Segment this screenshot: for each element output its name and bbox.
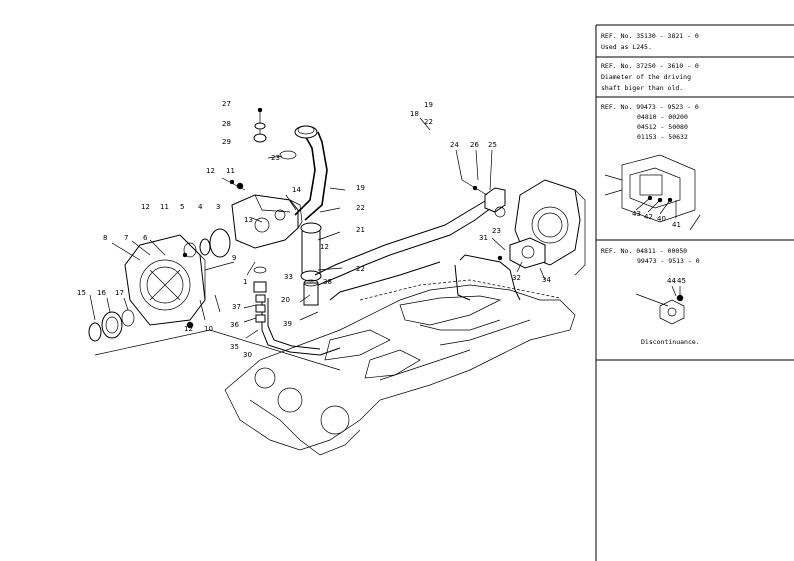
- part-label: 20: [281, 296, 290, 304]
- sidebar-box4-callout-44: 44: [667, 277, 676, 285]
- part-label: 36: [230, 321, 239, 329]
- part-label: 22: [424, 118, 433, 126]
- sidebar-box3-callout-43: 43: [632, 210, 641, 218]
- part-label: 32: [512, 274, 521, 282]
- main-assembly-drawing: [88, 107, 586, 456]
- part-label: 22: [356, 265, 365, 273]
- part-label: 9: [232, 254, 236, 262]
- part-label: 37: [232, 303, 241, 311]
- part-label: 30: [243, 351, 252, 359]
- part-number-labels: 27 28 29 23 12 11 14 13 19 22 21 12 22 3…: [77, 100, 551, 359]
- sidebar-box3-line3: 01153 - 50632: [637, 133, 688, 141]
- part-label: 8: [103, 234, 107, 242]
- sidebar-box3-callout-40: 40: [657, 215, 666, 223]
- part-label: 23: [271, 154, 280, 162]
- sidebar-box4-ref: REF. No. 04811 - 00050: [601, 247, 687, 255]
- part-label: 27: [222, 100, 231, 108]
- sidebar-box1-ref: REF. No. 35130 - 3821 - 0: [601, 32, 699, 40]
- part-label: 29: [222, 138, 231, 146]
- part-label: 15: [77, 289, 86, 297]
- part-label: 18: [410, 110, 419, 118]
- sidebar-box3-callout-42: 42: [644, 213, 653, 221]
- part-label: 25: [488, 141, 497, 149]
- part-label: 23: [492, 227, 501, 235]
- part-label: 19: [356, 184, 365, 192]
- part-label: 11: [226, 167, 235, 175]
- part-label: 24: [450, 141, 459, 149]
- part-label: 7: [124, 234, 128, 242]
- sidebar-box3-sketch: [604, 154, 701, 231]
- part-label: 16: [97, 289, 106, 297]
- part-label: 12: [320, 243, 329, 251]
- sidebar-box2-ref: REF. No. 37250 - 3610 - 0: [601, 62, 699, 70]
- sidebar-box4-note: Discontinuance.: [641, 338, 700, 346]
- part-label: 22: [356, 204, 365, 212]
- part-label: 12: [141, 203, 150, 211]
- sidebar-box1-line1: Used as L245.: [601, 43, 652, 51]
- part-label: 35: [230, 343, 239, 351]
- sidebar-frame: [595, 24, 794, 561]
- sidebar-box2-line2: shaft biger than old.: [601, 84, 683, 92]
- part-label: 12: [206, 167, 215, 175]
- part-label: 14: [292, 186, 301, 194]
- sidebar-box4-callout-45: 45: [677, 277, 686, 285]
- part-label: 5: [180, 203, 184, 211]
- part-label: 31: [479, 234, 488, 242]
- part-label: 33: [284, 273, 293, 281]
- sidebar-box3-line1: 04810 - 00200: [637, 113, 688, 121]
- part-label: 4: [198, 203, 203, 211]
- sidebar-box3-callout-41: 41: [672, 221, 681, 229]
- sidebar-box3-ref: REF. No. 99473 - 9523 - 0: [601, 103, 699, 111]
- part-label: 11: [160, 203, 169, 211]
- part-label: 3: [216, 203, 220, 211]
- sidebar-box4-sketch: [635, 285, 685, 325]
- sidebar-box3-line2: 04512 - 50080: [637, 123, 688, 131]
- part-label: 21: [356, 226, 365, 234]
- part-label: 1: [243, 278, 247, 286]
- sidebar-box4-line1: 99473 - 9513 - 0: [637, 257, 700, 265]
- part-label: 13: [244, 216, 253, 224]
- part-label: 26: [470, 141, 479, 149]
- part-label: 17: [115, 289, 124, 297]
- part-label: 28: [222, 120, 231, 128]
- part-label: 39: [283, 320, 292, 328]
- part-label: 19: [424, 101, 433, 109]
- part-label: 10: [204, 325, 213, 333]
- part-label: 12: [184, 325, 193, 333]
- part-label: 6: [143, 234, 148, 242]
- part-label: 38: [323, 278, 332, 286]
- part-label: 34: [542, 276, 551, 284]
- sidebar-box2-line1: Diameter of the driving: [601, 73, 691, 81]
